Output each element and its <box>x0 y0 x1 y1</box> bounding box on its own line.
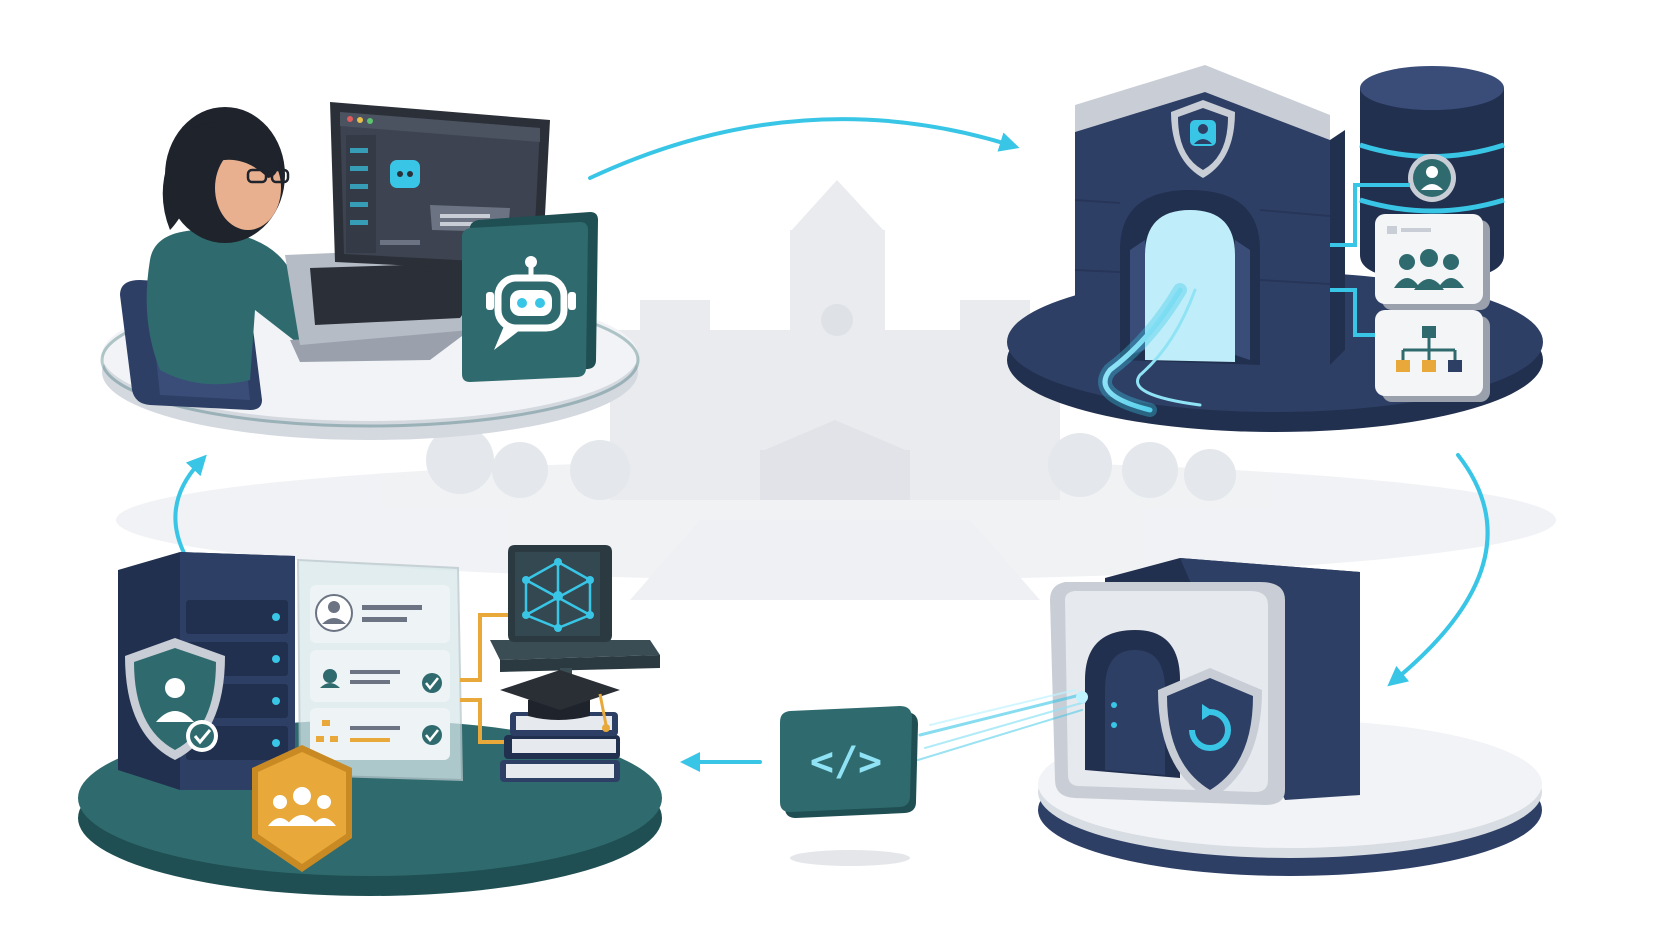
stage-authorized-data <box>78 545 662 896</box>
code-token-icon: </> <box>780 706 918 866</box>
stage-identity-gateway <box>1007 65 1543 432</box>
gateway-connectors <box>1330 183 1410 337</box>
data-streaks <box>917 689 1088 761</box>
shield-user-icon <box>1171 100 1235 178</box>
glowing-data-path <box>1098 283 1202 417</box>
arrow-user-to-gateway <box>588 117 1020 180</box>
stage-user-chat <box>100 102 640 440</box>
org-chart-card-icon <box>1375 310 1490 402</box>
person-icon <box>146 107 395 385</box>
chatbot-icon <box>462 212 598 382</box>
shield-refresh-icon <box>1158 668 1262 800</box>
arrow-data-to-user <box>173 454 207 557</box>
group-badge-icon <box>252 745 352 872</box>
profile-checklist-icon <box>296 558 464 782</box>
arrow-gateway-to-tunnel <box>1387 453 1490 687</box>
campus-background-silhouette <box>116 180 1556 600</box>
graduation-books-icon <box>500 670 620 782</box>
group-card-icon <box>1375 214 1490 310</box>
code-token-glyph: </> <box>810 739 882 785</box>
network-cube-icon <box>490 545 660 708</box>
gateway-arch-icon <box>1074 65 1345 365</box>
flow-arrows <box>173 117 1490 772</box>
stage-secure-tunnel <box>917 558 1542 876</box>
server-shield-icon <box>118 552 295 790</box>
data-connectors <box>460 613 510 744</box>
